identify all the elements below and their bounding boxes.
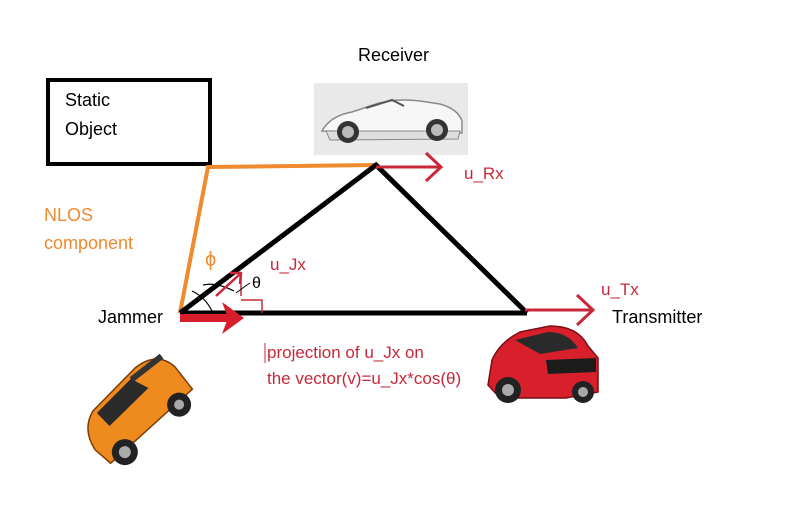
u-tx-arrow (525, 293, 596, 327)
nlos-path (178, 163, 377, 314)
phi-label: ϕ (205, 249, 216, 271)
jammer-label: Jammer (98, 307, 163, 327)
nlos-label-2: component (44, 233, 133, 253)
u-rx-arrow (376, 151, 444, 183)
nlos-label-1: NLOS (44, 205, 93, 225)
u-jx-arrow (215, 271, 243, 297)
triangle-sides (178, 161, 529, 315)
receiver-car-image (314, 83, 468, 155)
projection-arrow (180, 302, 244, 334)
jammer-car-image (87, 353, 194, 466)
receiver-label: Receiver (358, 45, 429, 65)
theta-arc (235, 282, 251, 294)
static-object-label-2: Object (65, 119, 117, 139)
right-angle-marker (241, 299, 263, 313)
static-object-label-1: Static (65, 90, 110, 110)
transmitter-label: Transmitter (612, 307, 702, 327)
u-tx-label: u_Tx (601, 280, 639, 299)
u-rx-label: u_Rx (464, 164, 504, 183)
phi-arc (202, 283, 235, 292)
projection-label-2: the vector(v)=u_Jx*cos(θ) (267, 369, 461, 388)
angle-arc (191, 290, 213, 312)
static-object-box (46, 78, 212, 166)
projection-label-1: projection of u_Jx on (267, 343, 424, 362)
transmitter-car-image (487, 325, 599, 403)
u-jx-label: u_Jx (270, 255, 306, 274)
theta-label: θ (252, 275, 261, 292)
